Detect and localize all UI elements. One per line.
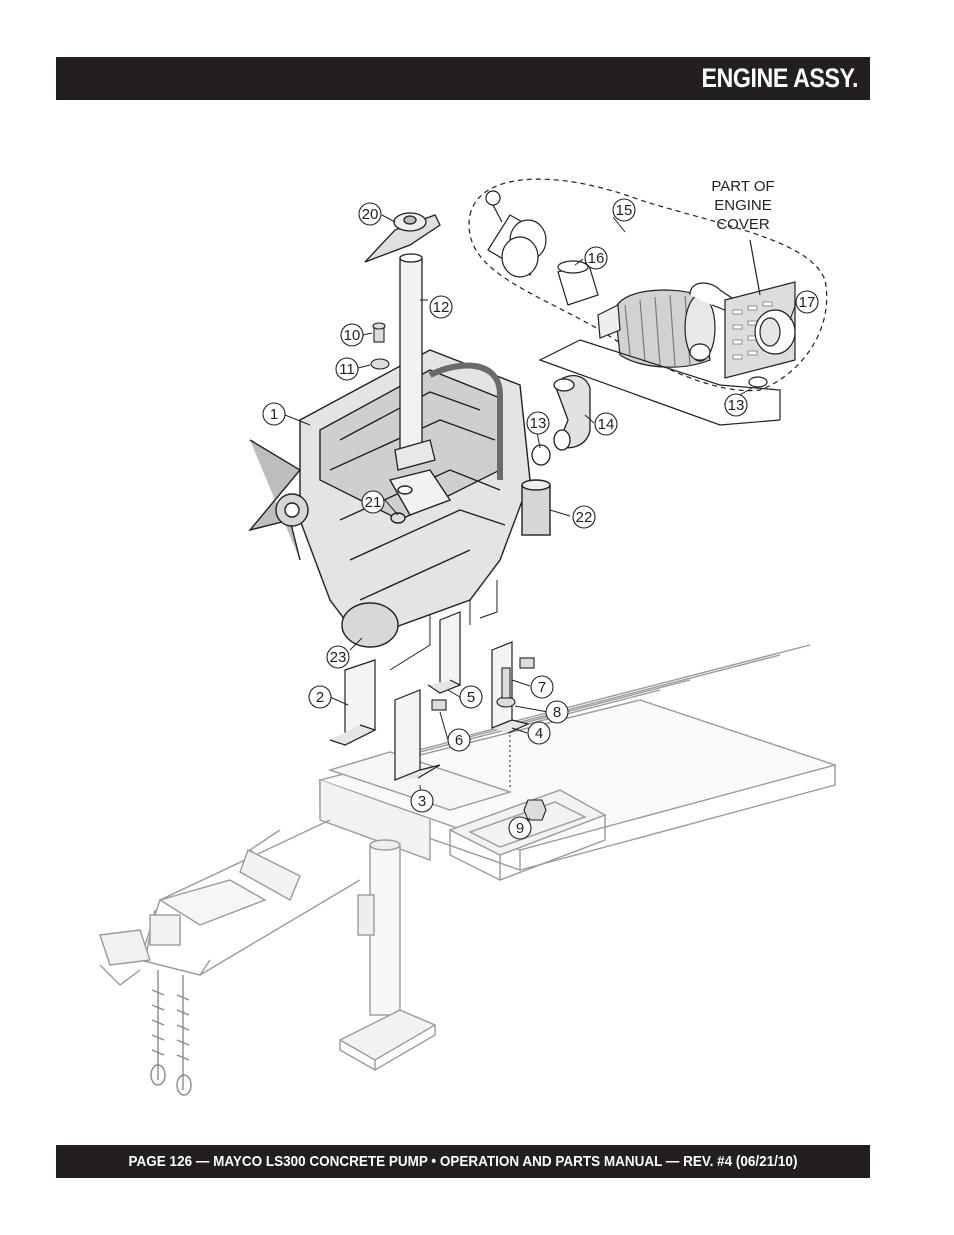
note-line: COVER: [716, 216, 770, 233]
callout-label: 21: [365, 494, 382, 511]
note-line: ENGINE: [714, 197, 772, 214]
leader-lines: [284, 214, 797, 827]
callout-label: 5: [467, 689, 475, 706]
callout-label: 23: [330, 649, 347, 666]
callout-16: [584, 246, 608, 270]
footer-text: PAGE 126 — MAYCO LS300 CONCRETE PUMP • O…: [128, 1153, 798, 1170]
callout-20: [358, 202, 382, 226]
callout-label: 14: [598, 416, 615, 433]
page-title: ENGINE ASSY.: [701, 63, 858, 93]
callout-label: 10: [344, 327, 361, 344]
callout-8: [545, 700, 569, 724]
callout-label: 13: [530, 415, 547, 432]
callout-label: 9: [516, 820, 524, 837]
callout-label: 22: [576, 509, 593, 526]
trailer-frame: [99, 644, 838, 1096]
footer-bar: PAGE 126 — MAYCO LS300 CONCRETE PUMP • O…: [56, 1145, 870, 1178]
callout-15: [612, 198, 636, 222]
callout-12: [429, 295, 453, 319]
callout-21: [361, 490, 385, 514]
note-line: PART OF: [711, 178, 774, 195]
callout-4: [527, 721, 551, 745]
callout-label: 17: [799, 294, 816, 311]
callout-label: 3: [418, 793, 426, 810]
engine-cover-note: PART OF ENGINE COVER: [711, 178, 774, 233]
callout-labels: 1 2 3 4 5 6 7 8 9 10 11 12 13 13 14 15 1…: [270, 202, 816, 837]
callout-7: [530, 675, 554, 699]
callout-label: 13: [728, 397, 745, 414]
callout-label: 15: [616, 202, 633, 219]
exhaust-stack: [364, 212, 441, 471]
callout-label: 2: [316, 689, 324, 706]
hardware: [370, 322, 547, 821]
callout-17: [795, 290, 819, 314]
callout-label: 8: [553, 704, 561, 721]
callout-label: 16: [588, 250, 605, 267]
air-hose: [531, 374, 591, 466]
callout-9: [508, 816, 532, 840]
callout-5: [459, 685, 483, 709]
callout-2: [308, 685, 332, 709]
callout-bubbles: [262, 198, 819, 840]
callout-label: 6: [455, 732, 463, 749]
callout-13a: [526, 411, 550, 435]
callout-11: [335, 357, 359, 381]
callout-label: 4: [535, 725, 543, 742]
callout-6: [447, 728, 471, 752]
callout-3: [410, 789, 434, 813]
callout-label: 20: [362, 206, 379, 223]
callout-22: [572, 505, 596, 529]
callout-label: 1: [270, 406, 278, 423]
callout-10: [340, 323, 364, 347]
callout-label: 7: [538, 679, 546, 696]
header-bar: ENGINE ASSY.: [56, 57, 870, 100]
callout-13b: [724, 393, 748, 417]
callout-label: 12: [433, 299, 450, 316]
callout-label: 11: [339, 361, 355, 378]
callout-14: [594, 412, 618, 436]
air-cleaner-group: [468, 178, 828, 426]
callout-23: [326, 645, 350, 669]
callout-1: [262, 402, 286, 426]
